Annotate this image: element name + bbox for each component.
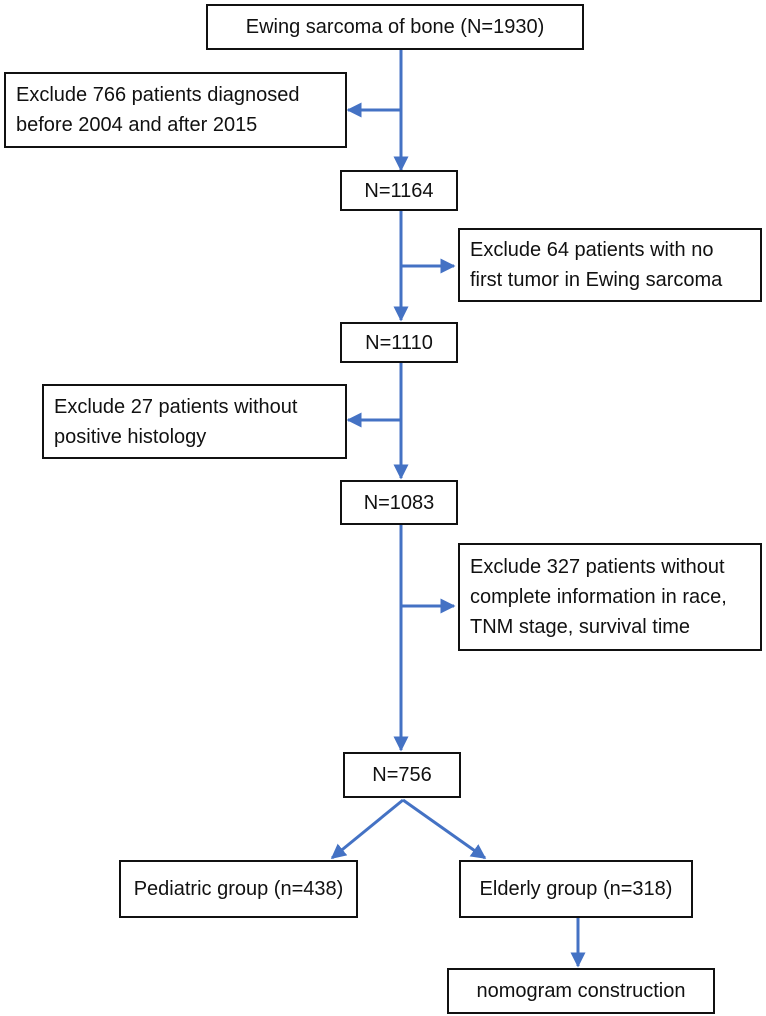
node-elderly-label: Elderly group (n=318) xyxy=(479,878,673,900)
node-n1164-label: N=1164 xyxy=(364,179,434,202)
node-elderly: Elderly group (n=318) xyxy=(459,860,693,918)
node-n1083: N=1083 xyxy=(340,480,458,525)
node-n1164: N=1164 xyxy=(340,170,458,211)
exclusion-2-line-2: first tumor in Ewing sarcoma xyxy=(470,269,723,291)
exclusion-3-line-2: positive histology xyxy=(54,425,207,448)
exclusion-4-line-2: complete information in race, xyxy=(470,586,727,608)
node-nomogram-label: nomogram construction xyxy=(476,980,686,1002)
exclusion-box-1: Exclude 766 patients diagnosed before 20… xyxy=(4,72,347,148)
exclusion-box-2: Exclude 64 patients with no first tumor … xyxy=(458,228,762,302)
exclusion-3-line-1: Exclude 27 patients without xyxy=(54,395,298,418)
arrow-756-to-pediatric xyxy=(330,798,404,860)
node-nomogram: nomogram construction xyxy=(447,968,715,1014)
node-n756: N=756 xyxy=(343,752,461,798)
node-start: Ewing sarcoma of bone (N=1930) xyxy=(206,4,584,50)
node-start-label: Ewing sarcoma of bone (N=1930) xyxy=(245,16,545,38)
node-n1110: N=1110 xyxy=(340,322,458,363)
node-n1083-label: N=1083 xyxy=(363,491,435,514)
exclusion-2-line-1: Exclude 64 patients with no xyxy=(470,239,714,261)
node-n1110-label: N=1110 xyxy=(365,331,433,354)
node-pediatric-label: Pediatric group (n=438) xyxy=(133,878,344,900)
exclusion-4-line-3: TNM stage, survival time xyxy=(470,616,691,638)
exclusion-1-line-1: Exclude 766 patients diagnosed xyxy=(16,84,300,106)
exclusion-box-3: Exclude 27 patients without positive his… xyxy=(42,384,347,459)
node-n756-label: N=756 xyxy=(372,764,432,786)
node-pediatric: Pediatric group (n=438) xyxy=(119,860,358,918)
exclusion-box-4: Exclude 327 patients without complete in… xyxy=(458,543,762,651)
arrow-756-to-elderly xyxy=(402,798,487,860)
exclusion-1-line-2: before 2004 and after 2015 xyxy=(16,114,258,136)
exclusion-4-line-1: Exclude 327 patients without xyxy=(470,556,725,578)
